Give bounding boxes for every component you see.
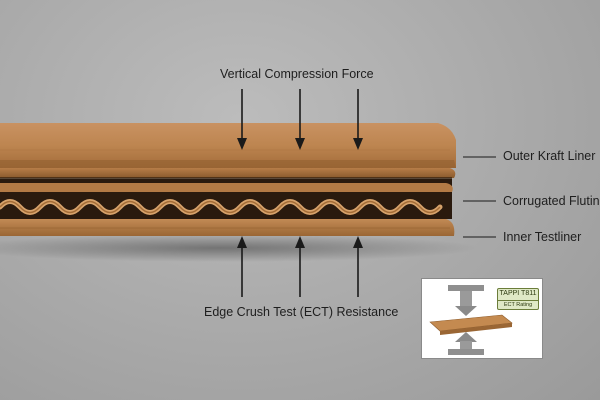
ect-test-schematic: [429, 285, 513, 355]
ect-rating-label: ECT Rating: [498, 300, 538, 308]
outer-liner-edge: [0, 160, 456, 168]
tappi-badge: TAPPI T811 ECT Rating: [497, 288, 539, 310]
leader-lines: [463, 156, 496, 238]
outer-kraft-liner-label: Outer Kraft Liner: [503, 149, 596, 163]
corrugated-fluting-label: Corrugated Fluting: [503, 194, 600, 208]
inner-testliner-label: Inner Testliner: [503, 230, 582, 244]
vertical-compression-label: Vertical Compression Force: [220, 67, 374, 81]
compression-arrows: [237, 89, 363, 150]
ect-resistance-arrows: [237, 236, 363, 297]
inner-testliner-layer: [0, 219, 455, 236]
tappi-standard-label: TAPPI T811: [499, 290, 537, 297]
ect-test-inset: TAPPI T811 ECT Rating: [421, 278, 543, 359]
top-flute-liner: [0, 183, 453, 192]
ect-resistance-label: Edge Crush Test (ECT) Resistance: [204, 305, 399, 319]
outer-liner-layer: [0, 123, 456, 168]
outer-liner-base: [0, 168, 456, 178]
